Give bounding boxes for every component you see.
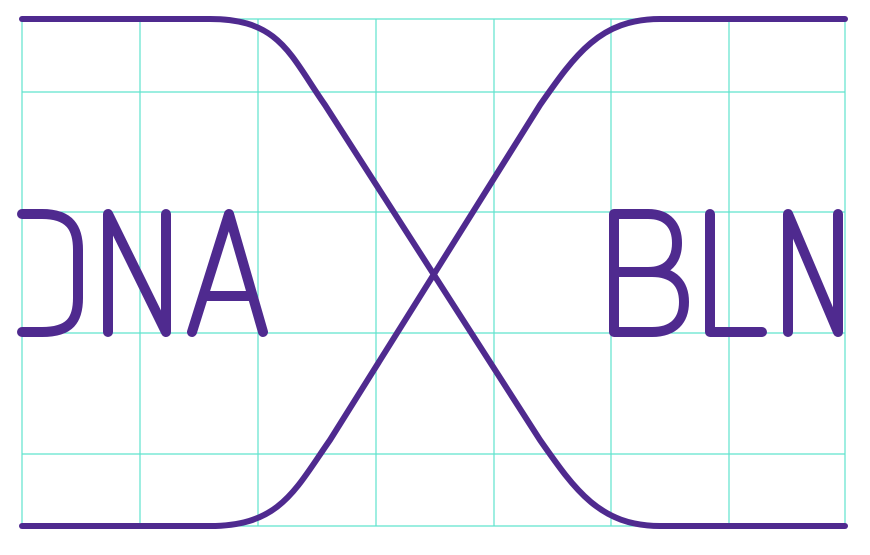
letter-a bbox=[187, 209, 268, 337]
letter-d bbox=[17, 209, 83, 337]
x-crossing-mark bbox=[19, 16, 848, 529]
letter-l bbox=[705, 209, 767, 337]
curve-bottom-left-to-top-right bbox=[207, 16, 663, 529]
letter-b bbox=[609, 209, 689, 337]
letter-n-right bbox=[783, 209, 843, 337]
left-wordmark bbox=[17, 209, 268, 337]
letter-n-left bbox=[103, 209, 171, 337]
right-wordmark bbox=[609, 209, 843, 337]
